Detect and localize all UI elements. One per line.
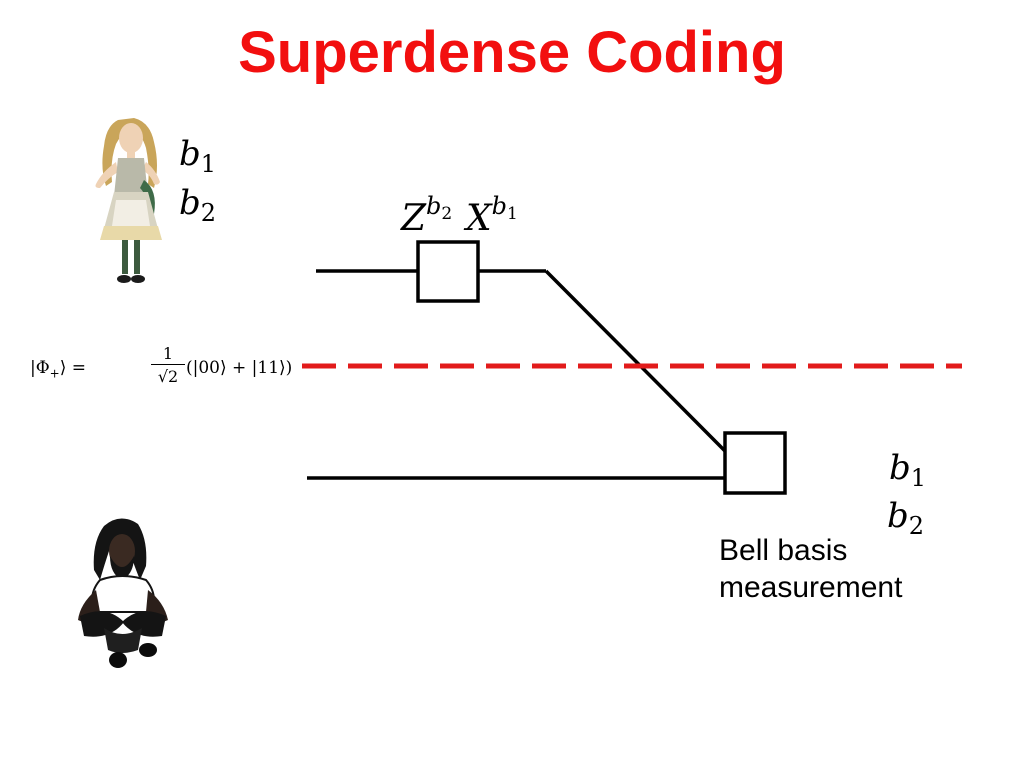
state-lhs: |Φ+⟩ = bbox=[30, 358, 86, 380]
state-normalization: 1 √2 bbox=[148, 343, 188, 389]
x-base: X bbox=[463, 198, 493, 239]
bell-measurement-box bbox=[723, 431, 787, 495]
state-numerator: 1 bbox=[162, 344, 174, 363]
circuit-wires bbox=[307, 269, 728, 480]
state-denominator: √2 bbox=[157, 367, 179, 386]
state-ket-close: ⟩ = bbox=[59, 358, 87, 378]
measurement-outputs: b1 b2 bbox=[887, 448, 926, 540]
alice-bit-1-base: b bbox=[179, 134, 201, 174]
bell-measurement-caption: Bell basis measurement bbox=[719, 532, 999, 606]
output-bit-1-base: b bbox=[889, 448, 911, 488]
alice-bit-1: b1 bbox=[179, 134, 216, 178]
slide-title: Superdense Coding bbox=[238, 20, 786, 85]
shared-bell-state: |Φ+⟩ = 1 √2 (|00⟩ + |11⟩) bbox=[30, 343, 295, 395]
fraction-bar bbox=[151, 364, 185, 365]
caption-line-2: measurement bbox=[719, 571, 903, 604]
encoding-gate-label: Zb2 Xb1 bbox=[400, 192, 518, 239]
output-bit-2-base: b bbox=[887, 496, 909, 536]
alice-illustration bbox=[95, 118, 162, 283]
bob-illustration bbox=[78, 518, 168, 668]
z-exponent-sub: 2 bbox=[441, 204, 452, 224]
output-bit-2: b2 bbox=[887, 496, 924, 540]
alice-bit-1-sub: 1 bbox=[201, 150, 216, 178]
x-exponent-sub: 1 bbox=[507, 204, 518, 224]
state-ket-sub: + bbox=[49, 366, 60, 381]
alice-to-bob-channel bbox=[544, 269, 728, 454]
z-exponent-base: b bbox=[426, 192, 441, 220]
alice-bits: b1 b2 bbox=[179, 134, 216, 227]
output-bit-2-sub: 2 bbox=[909, 512, 924, 540]
z-operator: Zb2 bbox=[400, 192, 452, 239]
state-ket-open: |Φ bbox=[30, 358, 50, 378]
z-base: Z bbox=[400, 198, 427, 239]
output-bit-1: b1 bbox=[889, 448, 926, 492]
alice-bit-2-sub: 2 bbox=[201, 199, 216, 227]
caption-line-1: Bell basis bbox=[719, 534, 848, 567]
alice-bit-2-base: b bbox=[179, 183, 201, 223]
encoding-gate-box bbox=[416, 240, 480, 303]
state-rhs: (|00⟩ + |11⟩) bbox=[186, 358, 293, 378]
x-exponent-base: b bbox=[492, 192, 507, 220]
alice-bit-2: b2 bbox=[179, 183, 216, 227]
x-operator: Xb1 bbox=[463, 192, 518, 239]
output-bit-1-sub: 1 bbox=[911, 464, 926, 492]
